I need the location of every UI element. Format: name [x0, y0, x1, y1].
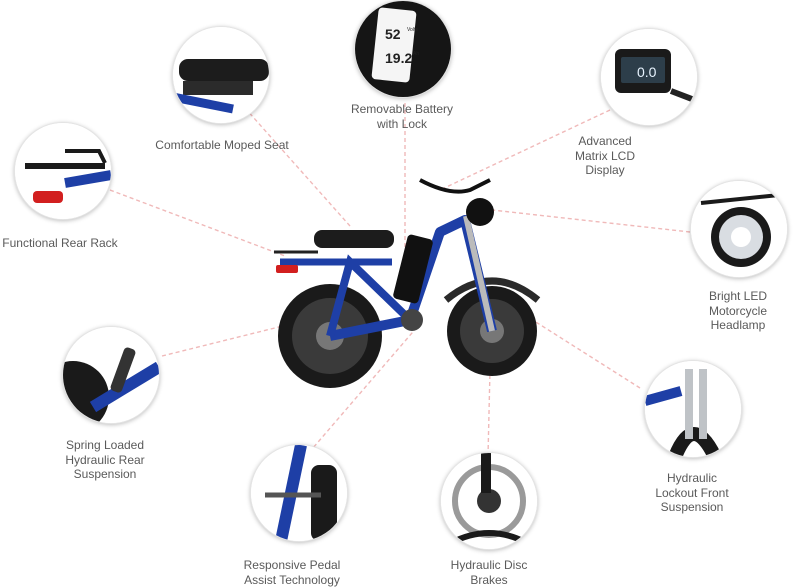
front-suspension-detail-circle — [644, 360, 742, 458]
feature-label-pedal: Responsive Pedal Assist Technology — [243, 558, 341, 587]
lcd-display-icon: 0.0 — [601, 29, 697, 125]
lcd-speed-text: 0.0 — [637, 64, 657, 80]
feature-label-lcd: Advanced Matrix LCD Display — [574, 134, 635, 177]
headlamp-icon — [691, 181, 787, 277]
battery-volts-text: 52 — [385, 26, 401, 42]
headlamp-detail-circle — [690, 180, 788, 278]
disc-brake-icon — [441, 453, 537, 549]
rear-suspension-detail-circle — [62, 326, 160, 424]
rack-icon — [15, 123, 111, 219]
ebike — [274, 178, 541, 388]
rear-suspension-icon — [63, 327, 159, 423]
connector-lines — [109, 103, 691, 464]
rack-detail-circle — [14, 122, 112, 220]
lcd-detail-circle: 0.0 — [600, 28, 698, 126]
feature-label-front-suspension: Hydraulic Lockout Front Suspension — [655, 471, 729, 514]
front-suspension-icon — [645, 361, 741, 457]
feature-label-brakes: Hydraulic Disc Brakes — [450, 558, 528, 587]
feature-label-headlamp: Bright LED Motorcycle Headlamp — [708, 289, 768, 332]
battery-ah-text: 19.2 — [385, 50, 412, 66]
feature-label-rear-suspension: Spring Loaded Hydraulic Rear Suspension — [65, 438, 145, 481]
seat-detail-circle — [172, 26, 270, 124]
pedal-assist-icon — [251, 445, 347, 541]
battery-volts-unit: Volts — [407, 27, 418, 33]
brakes-detail-circle — [440, 452, 538, 550]
feature-label-battery: Removable Battery with Lock — [350, 102, 454, 131]
pedal-detail-circle — [250, 444, 348, 542]
battery-detail-circle: 52 19.2 Volts Ah — [354, 0, 452, 98]
battery-icon: 52 19.2 Volts Ah — [355, 1, 451, 97]
seat-icon — [173, 27, 269, 123]
feature-label-seat: Comfortable Moped Seat — [155, 138, 289, 152]
feature-label-rack: Functional Rear Rack — [2, 236, 118, 250]
battery-ah-unit: Ah — [413, 51, 419, 57]
